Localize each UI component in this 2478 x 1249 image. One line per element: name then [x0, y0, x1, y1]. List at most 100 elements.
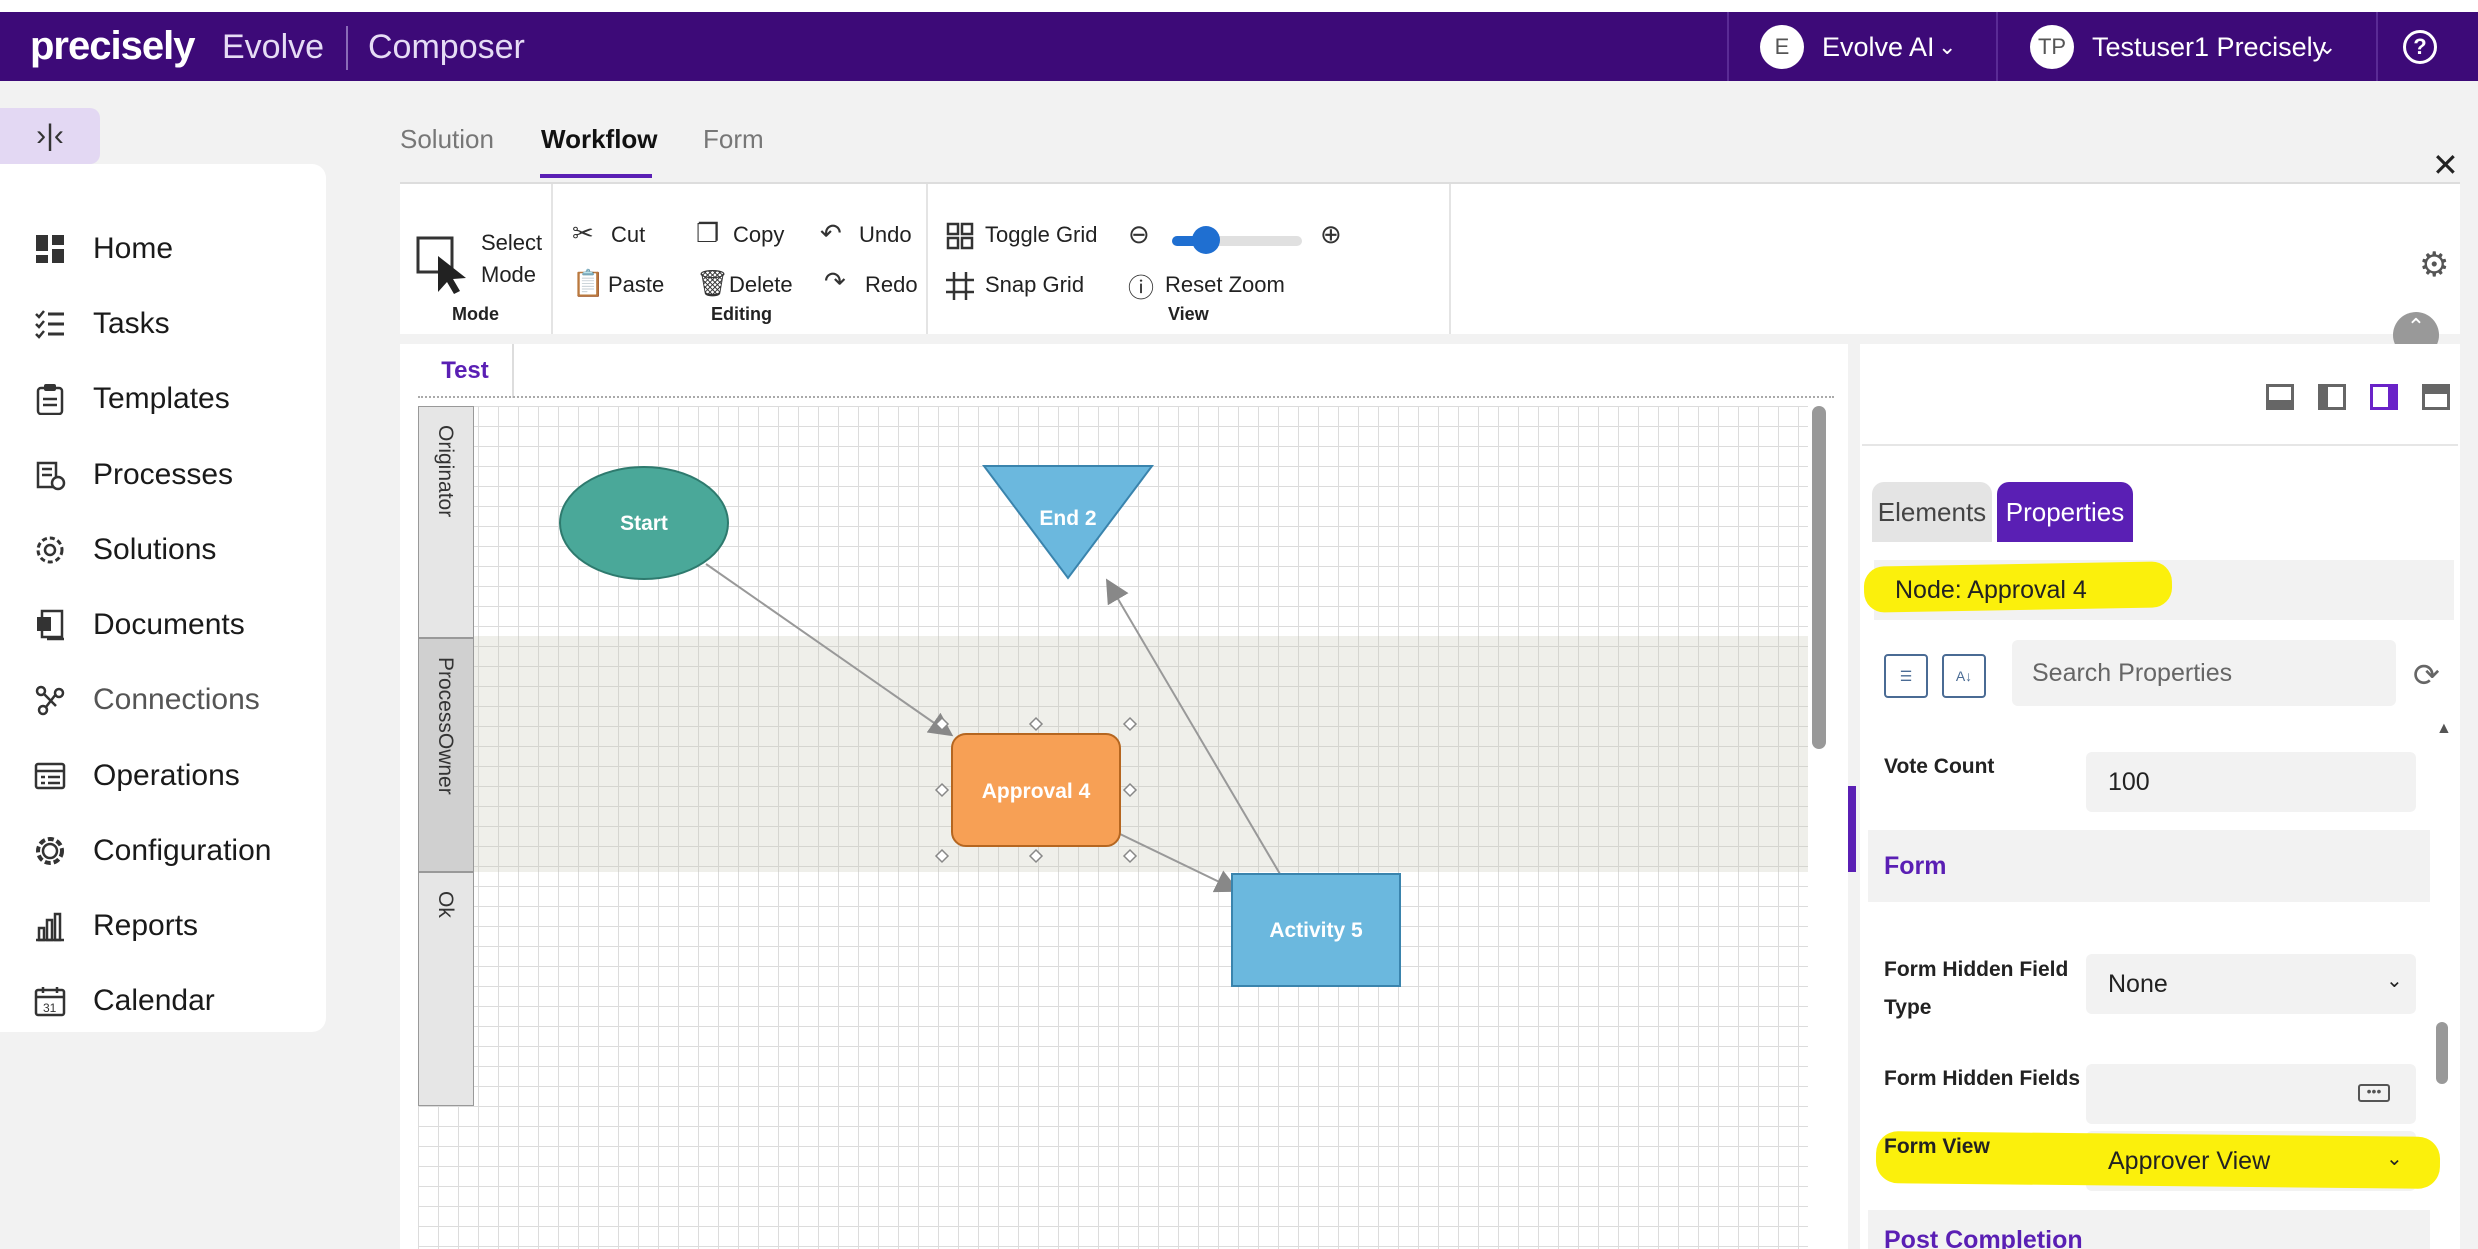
end-node[interactable]: End 2: [982, 465, 1154, 580]
reset-zoom-button[interactable]: Reset Zoom: [1165, 272, 1285, 297]
snap-grid-button[interactable]: Snap Grid: [985, 272, 1085, 297]
grid-icon[interactable]: [946, 222, 974, 250]
sort-alpha-icon[interactable]: A↓: [1942, 654, 1986, 698]
panel-scrollbar[interactable]: [2436, 1022, 2448, 1084]
sidebar-item-reports[interactable]: Reports: [0, 897, 326, 955]
connector-approval-activity[interactable]: [1119, 833, 1240, 893]
paste-button[interactable]: Paste: [608, 272, 665, 297]
activity-node[interactable]: Activity 5: [1231, 873, 1401, 987]
snap-grid-icon[interactable]: [946, 272, 974, 300]
zoom-out-icon[interactable]: ⊖: [1128, 219, 1150, 249]
scissors-icon[interactable]: ✂: [572, 218, 594, 248]
sidebar-item-operations[interactable]: Operations: [0, 747, 326, 805]
chevron-down-icon[interactable]: ⌄: [2386, 970, 2403, 992]
zoom-in-icon[interactable]: ⊕: [1320, 219, 1342, 249]
lane-processowner[interactable]: ProcessOwner: [418, 638, 474, 872]
ellipsis-icon[interactable]: •••: [2358, 1084, 2390, 1102]
top-bar: precisely Evolve Composer E Evolve AI ⌄ …: [0, 12, 2478, 81]
user-menu[interactable]: Testuser1 Precisely: [2092, 32, 2327, 62]
start-node[interactable]: Start: [559, 466, 729, 580]
title-divider: [346, 26, 348, 70]
tab-properties[interactable]: Properties: [1997, 482, 2133, 542]
lane-label: Ok: [434, 891, 457, 918]
lane-ok[interactable]: Ok: [418, 872, 474, 1106]
redo-button[interactable]: Redo: [865, 272, 918, 297]
copy-button[interactable]: Copy: [733, 222, 785, 247]
sort-category-icon[interactable]: ☰: [1884, 654, 1928, 698]
connections-icon: [35, 685, 65, 716]
trash-icon[interactable]: 🗑: [696, 268, 730, 298]
vote-count-input[interactable]: 100: [2086, 752, 2416, 812]
cog-icon: [36, 837, 64, 865]
search-properties-input[interactable]: Search Properties: [2012, 640, 2396, 706]
splitter-handle[interactable]: [1848, 786, 1856, 872]
tab-workflow[interactable]: Workflow: [541, 124, 658, 154]
sidebar-collapse-button[interactable]: ›|‹: [0, 108, 100, 164]
copy-icon[interactable]: ❐: [696, 218, 720, 248]
sidebar-item-solutions[interactable]: Solutions: [0, 521, 326, 579]
cut-button[interactable]: Cut: [611, 222, 646, 247]
vote-count-label: Vote Count: [1884, 755, 1995, 778]
panel-scroll-up-icon[interactable]: ▲: [2436, 720, 2452, 737]
sidebar-item-templates[interactable]: Templates: [0, 370, 326, 428]
refresh-icon[interactable]: ⟳: [2413, 657, 2440, 693]
hidden-fields-input[interactable]: [2086, 1064, 2416, 1124]
help-icon[interactable]: ?: [2403, 30, 2437, 64]
paste-icon[interactable]: 📋: [572, 268, 605, 298]
user-avatar[interactable]: TP: [2030, 25, 2074, 69]
topbar-divider: [1996, 12, 1998, 81]
form-view-select[interactable]: Approver View: [2108, 1147, 2271, 1175]
connector-start-approval[interactable]: [705, 563, 954, 737]
tab-form[interactable]: Form: [703, 124, 764, 154]
select-mode-button[interactable]: Select: [481, 230, 543, 255]
layout-left-icon[interactable]: [2318, 384, 2346, 410]
canvas-tab-divider: [418, 396, 1834, 398]
lane-label: Originator: [434, 425, 457, 518]
brand-logo[interactable]: precisely: [30, 24, 195, 68]
connector-activity-end[interactable]: [1105, 578, 1281, 875]
post-completion-section-header[interactable]: Post Completion: [1868, 1210, 2430, 1249]
settings-gear-icon[interactable]: ⚙: [2419, 246, 2450, 284]
delete-button[interactable]: Delete: [729, 272, 793, 297]
toggle-grid-button[interactable]: Toggle Grid: [985, 222, 1098, 247]
operations-icon: [34, 762, 66, 790]
sidebar-item-calendar[interactable]: 31 Calendar: [0, 972, 326, 1030]
active-tab-indicator: [540, 174, 652, 178]
evolve-ai-menu[interactable]: Evolve AI: [1822, 32, 1935, 62]
layout-top-icon[interactable]: [2422, 384, 2450, 410]
tab-elements[interactable]: Elements: [1872, 482, 1992, 542]
sidebar-item-home[interactable]: Home: [0, 220, 326, 278]
end-node-label: End 2: [1039, 507, 1096, 530]
redo-icon[interactable]: ↷: [824, 266, 846, 296]
reset-zoom-icon[interactable]: ⓘ: [1128, 273, 1155, 303]
lane-originator[interactable]: Originator: [418, 406, 474, 638]
sidebar-item-documents[interactable]: Documents: [0, 596, 326, 654]
chevron-down-icon[interactable]: ⌄: [1938, 34, 1957, 59]
undo-button[interactable]: Undo: [859, 222, 912, 247]
form-section-header[interactable]: Form: [1868, 830, 2430, 902]
sidebar-item-tasks[interactable]: Tasks: [0, 295, 326, 353]
sidebar-item-processes[interactable]: Processes: [0, 446, 326, 504]
evolve-ai-avatar[interactable]: E: [1760, 25, 1804, 69]
select-mode-sub[interactable]: Mode: [481, 262, 537, 287]
canvas-scrollbar[interactable]: [1812, 406, 1826, 749]
svg-text:31: 31: [43, 1001, 57, 1015]
layout-right-icon[interactable]: [2370, 384, 2398, 410]
zoom-slider[interactable]: [1172, 236, 1302, 246]
sidebar-item-connections[interactable]: Connections: [0, 671, 326, 729]
sidebar-item-label: Reports: [93, 909, 199, 942]
toolbar-divider: [551, 184, 553, 334]
chevron-down-icon[interactable]: ⌄: [2386, 1148, 2403, 1170]
canvas-tab-test[interactable]: Test: [418, 344, 514, 398]
layout-bottom-icon[interactable]: [2266, 384, 2294, 410]
sidebar-item-configuration[interactable]: Configuration: [0, 822, 326, 880]
tab-solution[interactable]: Solution: [400, 124, 494, 154]
approval-node[interactable]: Approval 4: [934, 716, 1138, 864]
selection-handles[interactable]: [934, 716, 1138, 864]
hidden-field-type-select[interactable]: None: [2086, 954, 2416, 1014]
chevron-down-icon[interactable]: ⌄: [2318, 34, 2337, 59]
zoom-slider-handle[interactable]: [1192, 226, 1221, 254]
select-mode-icon[interactable]: [416, 234, 472, 296]
undo-icon[interactable]: ↶: [820, 218, 842, 248]
close-icon[interactable]: ✕: [2432, 147, 2459, 183]
